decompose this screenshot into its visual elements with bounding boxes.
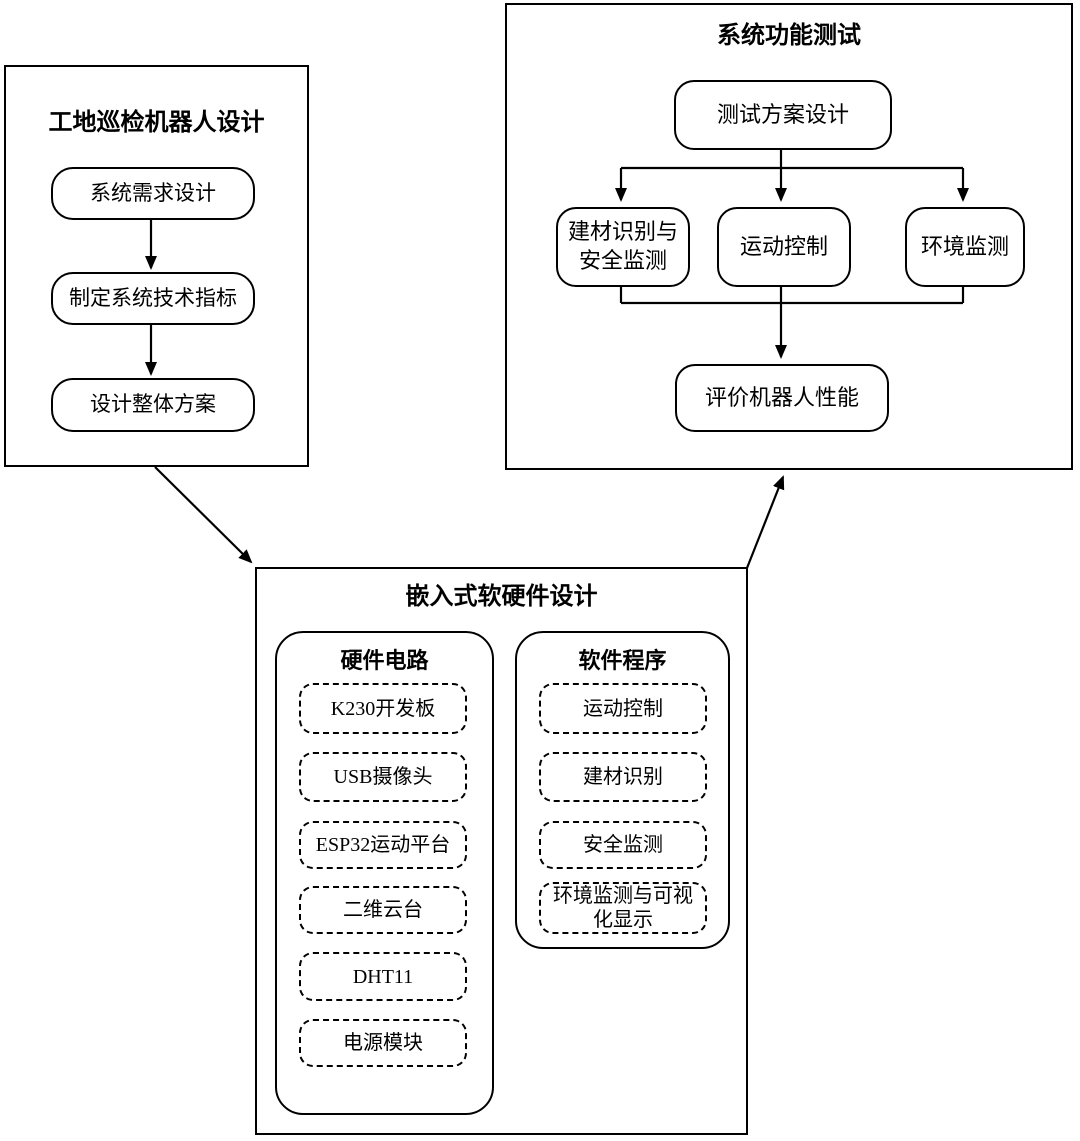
design-panel: 工地巡检机器人设计 系统需求设计 制定系统技术指标 设计整体方案 bbox=[4, 65, 309, 467]
test-panel-title: 系统功能测试 bbox=[717, 23, 861, 49]
flow-node-test-plan: 测试方案设计 bbox=[674, 80, 892, 150]
hardware-group-title: 硬件电路 bbox=[340, 648, 429, 673]
hardware-item-power: 电源模块 bbox=[299, 1019, 467, 1067]
arrow-design-to-embedded bbox=[154, 466, 253, 564]
hardware-item-k230: K230开发板 bbox=[299, 683, 467, 734]
hardware-item-esp32: ESP32运动平台 bbox=[299, 821, 467, 869]
software-item-env-visualization: 环境监测与可视化显示 bbox=[539, 882, 707, 934]
embedded-panel: 嵌入式软硬件设计 硬件电路 K230开发板 USB摄像头 ESP32运动平台 二… bbox=[255, 567, 748, 1135]
software-item-material-recognition: 建材识别 bbox=[539, 752, 707, 802]
software-item-motion-control: 运动控制 bbox=[539, 683, 707, 734]
flow-node-motion-control-test: 运动控制 bbox=[717, 207, 851, 287]
software-group: 软件程序 运动控制 建材识别 安全监测 环境监测与可视化显示 bbox=[515, 631, 730, 949]
test-panel: 系统功能测试 测试方案设计 建材识别与安全监测 运动控制 环境监测 评价机器人性… bbox=[505, 3, 1073, 470]
software-group-title: 软件程序 bbox=[578, 648, 667, 673]
flow-node-evaluate-performance: 评价机器人性能 bbox=[675, 364, 889, 432]
hardware-item-gimbal: 二维云台 bbox=[299, 886, 467, 934]
arrow-embedded-to-test bbox=[745, 475, 785, 569]
software-item-safety-monitoring: 安全监测 bbox=[539, 821, 707, 869]
flow-node-material-safety-test: 建材识别与安全监测 bbox=[556, 207, 690, 287]
design-panel-title: 工地巡检机器人设计 bbox=[48, 110, 265, 136]
hardware-item-usb-camera: USB摄像头 bbox=[299, 752, 467, 802]
hardware-group: 硬件电路 K230开发板 USB摄像头 ESP32运动平台 二维云台 DHT11… bbox=[275, 631, 494, 1115]
flow-node-technical-specs: 制定系统技术指标 bbox=[51, 272, 255, 325]
flow-node-overall-plan: 设计整体方案 bbox=[51, 378, 255, 432]
embedded-panel-title: 嵌入式软硬件设计 bbox=[405, 584, 598, 610]
hardware-item-dht11: DHT11 bbox=[299, 952, 467, 1001]
flow-node-environment-test: 环境监测 bbox=[905, 207, 1025, 287]
flow-node-system-requirements: 系统需求设计 bbox=[51, 167, 255, 220]
